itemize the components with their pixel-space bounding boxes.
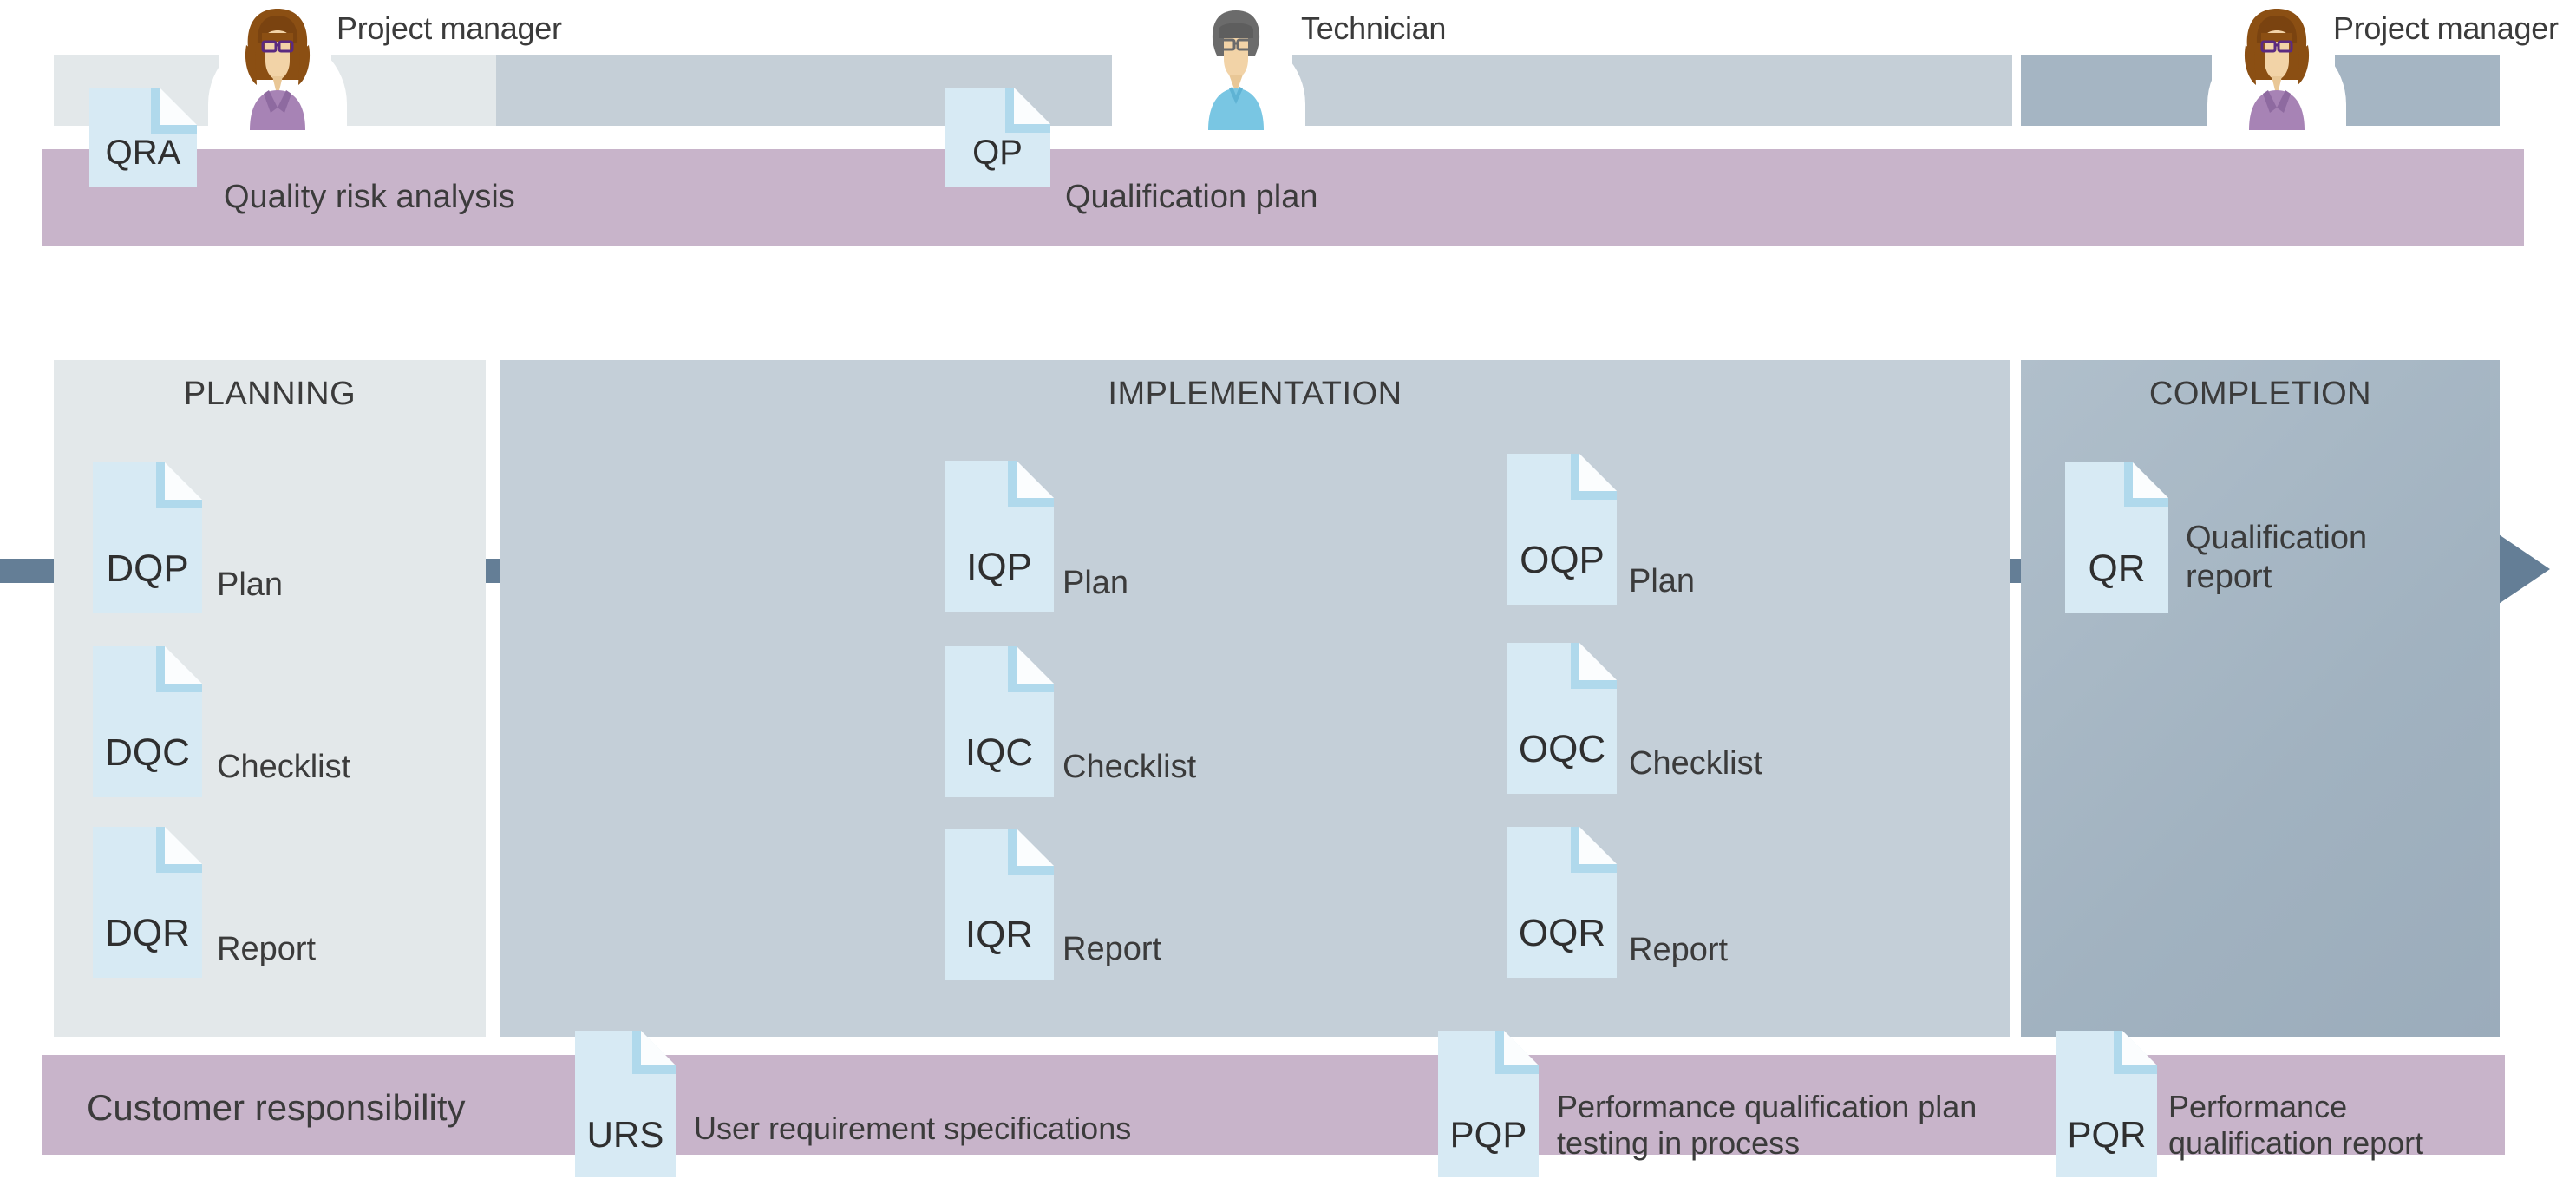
section-title: PLANNING (183, 376, 356, 412)
top-band-segment (2021, 55, 2212, 126)
customer-responsibility-label: Customer responsibility (87, 1087, 466, 1128)
section-document-dqp: DQP (90, 460, 205, 616)
document-sheet-icon (2065, 462, 2168, 613)
project-manager-avatar (208, 0, 347, 130)
document-code-label: PQP (1449, 1114, 1527, 1155)
section-document-label: Report (217, 931, 317, 967)
document-sheet-icon (1507, 827, 1617, 978)
phase-strip: DESIGN QUALIFICATIONSERVICE DEPLOYMENTIN… (0, 267, 2576, 606)
document-sheet-icon (1438, 1031, 1539, 1177)
document-sheet-icon (945, 88, 1050, 187)
top-document-qp: QP (942, 85, 1053, 189)
top-document-label: Qualification plan (1065, 179, 1318, 215)
document-sheet-icon (89, 88, 197, 187)
role-label: Project manager (2333, 10, 2559, 46)
section-document-label: Checklist (217, 749, 351, 785)
section-document-dqc: DQC (90, 644, 205, 800)
document-code-label: IQR (964, 914, 1034, 956)
document-sheet-icon (575, 1031, 676, 1177)
section-title: IMPLEMENTATION (1108, 376, 1402, 412)
document-code-label: DQC (105, 731, 190, 774)
document-sheet-icon (93, 462, 202, 613)
top-band-segment (2335, 55, 2500, 126)
document-code-label: QR (2088, 547, 2146, 590)
document-code-label: QP (972, 134, 1023, 172)
document-sheet-icon (945, 646, 1054, 797)
section-document-label: Report (1629, 932, 1729, 968)
bottom-document-label-line1: User requirement specifications (694, 1111, 1132, 1146)
bottom-document-label-line1: Performance (2168, 1089, 2348, 1124)
document-sheet-icon (1507, 454, 1617, 605)
top-document-qra: QRA (87, 85, 199, 189)
bottom-document-label-line2: qualification report (2168, 1125, 2424, 1162)
section-document-oqr: OQR (1505, 824, 1619, 980)
completion-document-label-line1: Qualification (2186, 520, 2368, 556)
technician-avatar (1167, 0, 1305, 130)
document-code-label: PQR (2067, 1114, 2147, 1155)
document-code-label: QRA (105, 134, 181, 172)
section-document-label: Plan (1629, 563, 1696, 600)
section-document-oqc: OQC (1505, 640, 1619, 796)
document-sheet-icon (945, 829, 1054, 980)
document-sheet-icon (945, 461, 1054, 612)
bottom-document-label-line1: Performance qualification plan (1557, 1089, 1978, 1124)
bottom-document-pqp: PQP (1435, 1028, 1541, 1180)
document-code-label: OQP (1520, 539, 1605, 581)
section-document-iqc: IQC (942, 644, 1056, 800)
bottom-document-label-line2: testing in process (1557, 1125, 1801, 1162)
section-document-oqp: OQP (1505, 451, 1619, 607)
top-purple-band (42, 149, 2524, 246)
document-code-label: OQR (1518, 912, 1606, 954)
top-document-label: Quality risk analysis (224, 179, 515, 215)
role-label: Project manager (337, 10, 562, 46)
section-title: COMPLETION (2148, 376, 2372, 412)
top-band-segment (331, 55, 496, 126)
section-document-dqr: DQR (90, 824, 205, 980)
section-document-label: Plan (217, 567, 284, 603)
document-code-label: URS (586, 1114, 664, 1155)
section-document-label: Report (1062, 931, 1162, 967)
document-code-label: IQC (964, 731, 1034, 774)
bottom-document-urs: URS (572, 1028, 678, 1180)
section-document-iqr: IQR (942, 826, 1056, 982)
document-sheet-icon (1507, 643, 1617, 794)
completion-document-label-line2: report (2186, 558, 2272, 595)
bottom-document-label: User requirement specifications (694, 1111, 1131, 1147)
completion-document-qr: QR (2063, 460, 2171, 616)
section-document-iqp: IQP (942, 458, 1056, 614)
document-code-label: DQR (105, 912, 190, 954)
bottom-document-pqr: PQR (2054, 1028, 2160, 1180)
section-column-implementation: IMPLEMENTATION (500, 360, 2010, 1037)
section-document-label: Plan (1062, 565, 1129, 601)
document-code-label: OQC (1518, 728, 1606, 770)
section-document-label: Checklist (1629, 745, 1763, 782)
role-label: Technician (1301, 10, 1447, 46)
document-sheet-icon (2056, 1031, 2157, 1177)
document-code-label: DQP (106, 547, 189, 590)
project-manager-avatar (2207, 0, 2346, 130)
document-sheet-icon (93, 646, 202, 797)
top-band-segment (1292, 55, 2012, 126)
document-sheet-icon (93, 827, 202, 978)
document-code-label: IQP (966, 546, 1032, 588)
section-document-label: Checklist (1062, 749, 1197, 785)
phase-arrow-icon (2496, 533, 2550, 606)
